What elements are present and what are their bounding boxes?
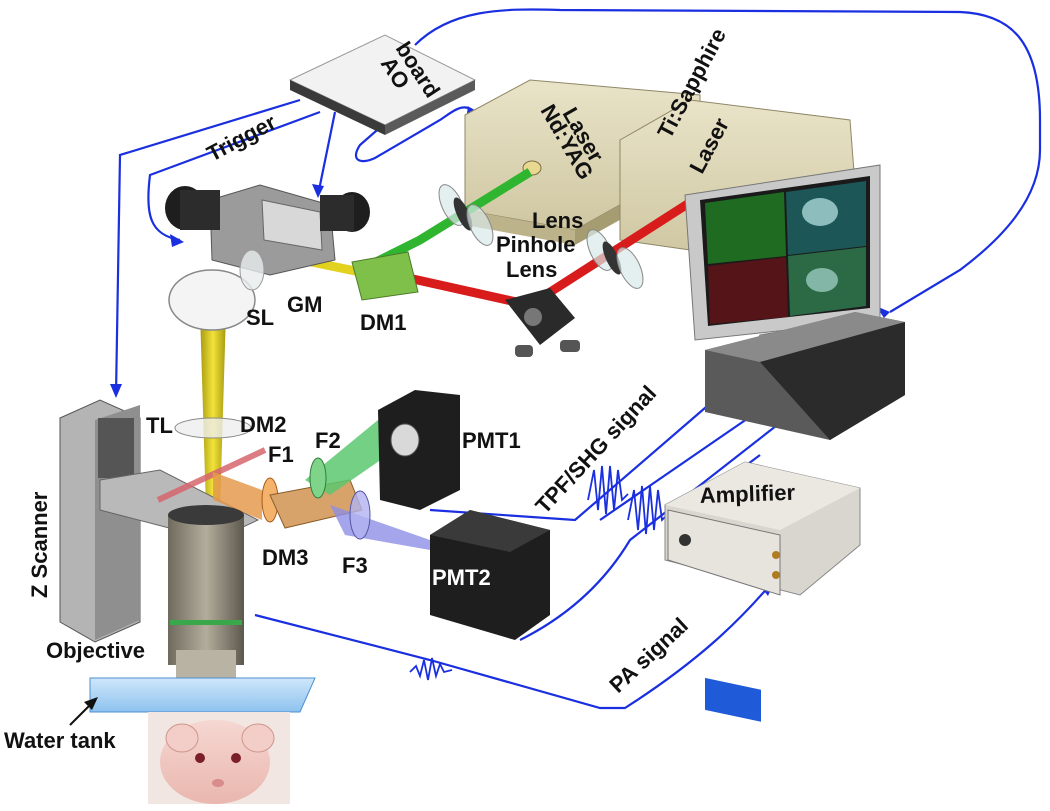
lens-bottom-label: Lens xyxy=(506,257,557,282)
dm3-label: DM3 xyxy=(262,545,308,570)
trigger-line xyxy=(114,98,301,396)
f3-filter xyxy=(349,490,371,540)
gm-label: GM xyxy=(287,292,322,317)
mouse-photo xyxy=(148,712,290,804)
pa-waveform xyxy=(409,657,453,681)
pa-signal-line xyxy=(254,584,771,710)
dm1-mirror xyxy=(351,251,419,301)
objective xyxy=(168,505,244,680)
pa-signal-label: PA signal xyxy=(604,613,693,698)
green-emission-beam xyxy=(305,420,395,495)
tl-label: TL xyxy=(146,413,173,438)
green-lens-2 xyxy=(466,204,494,246)
green-path-optics xyxy=(438,184,494,246)
shg-waveform xyxy=(627,485,669,535)
lens-top-label: Lens xyxy=(532,208,583,233)
ao-to-computer-line xyxy=(414,8,1042,313)
pmt2-detector xyxy=(430,510,550,640)
pinhole-label: Pinhole xyxy=(496,232,575,257)
dm2-mirror xyxy=(156,447,267,503)
scan-lens-small xyxy=(239,249,265,291)
dm1-label: DM1 xyxy=(360,310,406,335)
green-pinhole xyxy=(453,197,473,231)
f3-label: F3 xyxy=(342,553,368,578)
sl-label: SL xyxy=(246,305,274,330)
amplifier-label: Amplifier xyxy=(699,480,796,508)
pmt-signal-line-b xyxy=(599,409,761,521)
dm2-label: DM2 xyxy=(240,412,286,437)
pmt1-label: PMT1 xyxy=(462,428,521,453)
mirror-mount xyxy=(505,288,580,357)
red-beam-upper xyxy=(527,192,703,309)
signal-waveforms xyxy=(409,465,669,681)
tube-lens xyxy=(174,417,252,439)
pmt2-label: PMT2 xyxy=(432,565,491,590)
f1-label: F1 xyxy=(268,442,294,467)
pmt2-signal-line xyxy=(519,414,791,641)
water-tank-label: Water tank xyxy=(4,728,116,753)
monitor-panel-red xyxy=(708,257,788,324)
scan-lens xyxy=(168,269,256,331)
f2-label: F2 xyxy=(315,428,341,453)
pmt1-detector xyxy=(378,390,460,510)
computer-monitor xyxy=(684,164,881,357)
ao-to-gm-line-2 xyxy=(316,111,337,196)
red-path-optics xyxy=(586,229,644,289)
ao-to-ndyag-line xyxy=(354,106,479,163)
amplifier xyxy=(664,461,861,722)
red-pinhole xyxy=(602,241,622,275)
red-lens-2 xyxy=(616,247,644,289)
computer xyxy=(705,312,905,440)
z-scanner-label: Z Scanner xyxy=(27,491,52,598)
f2-filter xyxy=(309,457,327,499)
objective-label: Objective xyxy=(46,638,145,663)
yellow-beam-vertical xyxy=(200,312,226,510)
water-tank xyxy=(89,677,316,713)
orange-emission-beam xyxy=(213,472,262,520)
blue-emission-beam xyxy=(330,505,430,550)
galvo-mirror-assembly xyxy=(165,184,370,276)
ao-board: AO board xyxy=(288,34,477,135)
tpf-waveform xyxy=(587,465,629,515)
monitor-panel-green xyxy=(705,192,786,264)
